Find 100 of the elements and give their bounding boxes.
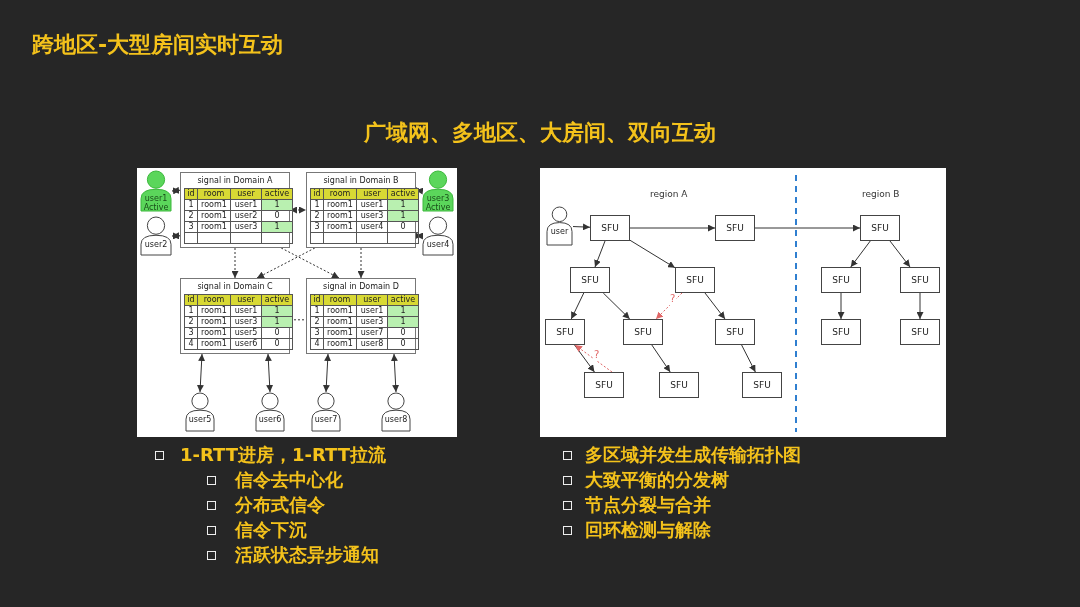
box-heading: signal in Domain D — [322, 281, 400, 292]
slide-title: 跨地区-大型房间实时互动 — [32, 31, 284, 59]
table-cell: 0 — [387, 327, 419, 339]
table-cell: 2 — [310, 316, 324, 328]
table-cell: 1 — [261, 221, 293, 233]
table-cell: 1 — [310, 305, 324, 317]
header-cell: user — [230, 188, 262, 200]
bullet-text: 活跃状态异步通知 — [235, 544, 379, 566]
signal-box — [180, 278, 290, 354]
region-label: region A — [650, 189, 688, 199]
arrow — [629, 239, 676, 269]
table-cell: room1 — [323, 305, 357, 317]
sfu-box: SFU — [900, 319, 940, 345]
table-cell: user3 — [356, 210, 388, 222]
arrow — [629, 224, 716, 232]
arrow — [889, 240, 911, 268]
table-cell: 1 — [310, 199, 324, 211]
table-cell: user8 — [356, 338, 388, 350]
arrow — [390, 353, 400, 393]
table-cell: 4 — [310, 338, 324, 350]
table-cell: 2 — [310, 210, 324, 222]
table-cell: room1 — [323, 316, 357, 328]
table-cell: user1 — [356, 305, 388, 317]
dashed-arrow — [280, 247, 340, 279]
dashed-arrow — [655, 292, 683, 320]
sfu-box: SFU — [590, 215, 630, 241]
table-cell: user3 — [356, 316, 388, 328]
header-cell: active — [387, 188, 419, 200]
table-cell: room1 — [323, 210, 357, 222]
table-cell: user2 — [230, 210, 262, 222]
header-cell: active — [387, 294, 419, 306]
header-cell: user — [356, 294, 388, 306]
arrow — [651, 344, 671, 373]
sfu-box: SFU — [570, 267, 610, 293]
box-heading: signal in Domain A — [196, 175, 274, 186]
dashed-arrow — [256, 247, 316, 279]
table-cell: 1 — [387, 316, 419, 328]
table-cell: user1 — [230, 199, 262, 211]
header-cell: room — [323, 188, 357, 200]
table-cell: 1 — [261, 199, 293, 211]
arrow — [594, 240, 606, 268]
bullet-text: 大致平衡的分发树 — [585, 469, 729, 491]
table-cell: user1 — [230, 305, 262, 317]
table-cell: room1 — [323, 327, 357, 339]
table-cell: 1 — [261, 316, 293, 328]
arrow — [837, 292, 845, 320]
arrow — [574, 344, 595, 373]
dashed-arrow — [357, 247, 365, 279]
table-cell: room1 — [197, 316, 231, 328]
sfu-box: SFU — [659, 372, 699, 398]
table-cell: 3 — [310, 221, 324, 233]
table-cell: room1 — [197, 210, 231, 222]
arrow — [741, 344, 756, 373]
arrow — [916, 292, 924, 320]
sfu-box: SFU — [675, 267, 715, 293]
bullet-text: 1-RTT进房，1-RTT拉流 — [180, 444, 387, 466]
table-cell: room1 — [197, 221, 231, 233]
arrow — [570, 292, 585, 320]
header-cell: room — [197, 294, 231, 306]
table-cell: 0 — [261, 327, 293, 339]
dashed-arrow — [574, 344, 613, 373]
sfu-box: SFU — [821, 319, 861, 345]
box-heading: signal in Domain B — [322, 175, 400, 186]
table-cell: 3 — [184, 327, 198, 339]
header-cell: id — [310, 294, 324, 306]
sfu-box: SFU — [623, 319, 663, 345]
edge-label: ? — [669, 293, 677, 305]
table-cell: 1 — [261, 305, 293, 317]
table-cell: user3 — [230, 316, 262, 328]
table-cell: 0 — [387, 338, 419, 350]
table-cell: user7 — [356, 327, 388, 339]
table-cell: room1 — [323, 221, 357, 233]
table-cell: user6 — [230, 338, 262, 350]
table-cell: room1 — [197, 199, 231, 211]
header-cell: user — [230, 294, 262, 306]
sfu-box: SFU — [900, 267, 940, 293]
subtitle: 广域网、多地区、大房间、双向互动 — [363, 119, 717, 147]
bullet-text: 分布式信令 — [235, 494, 325, 516]
table-cell: room1 — [197, 338, 231, 350]
table-cell: 3 — [184, 221, 198, 233]
arrow — [196, 353, 206, 393]
table-cell: 2 — [184, 316, 198, 328]
table-cell: 1 — [184, 305, 198, 317]
header-cell: user — [356, 188, 388, 200]
arrow — [602, 292, 631, 320]
arrow — [171, 186, 181, 195]
signal-box — [180, 172, 290, 248]
signal-box — [306, 172, 416, 248]
arrow — [322, 353, 332, 393]
header-cell: active — [261, 188, 293, 200]
dashed-arrow — [231, 247, 239, 279]
sfu-box: SFU — [715, 319, 755, 345]
bullet-text: 节点分裂与合并 — [585, 494, 711, 516]
table-cell: 2 — [184, 210, 198, 222]
sfu-box: SFU — [715, 215, 755, 241]
arrow — [754, 224, 861, 232]
table-cell: room1 — [323, 199, 357, 211]
table-cell: 1 — [184, 199, 198, 211]
table-cell: 0 — [387, 221, 419, 233]
table-cell: room1 — [197, 327, 231, 339]
